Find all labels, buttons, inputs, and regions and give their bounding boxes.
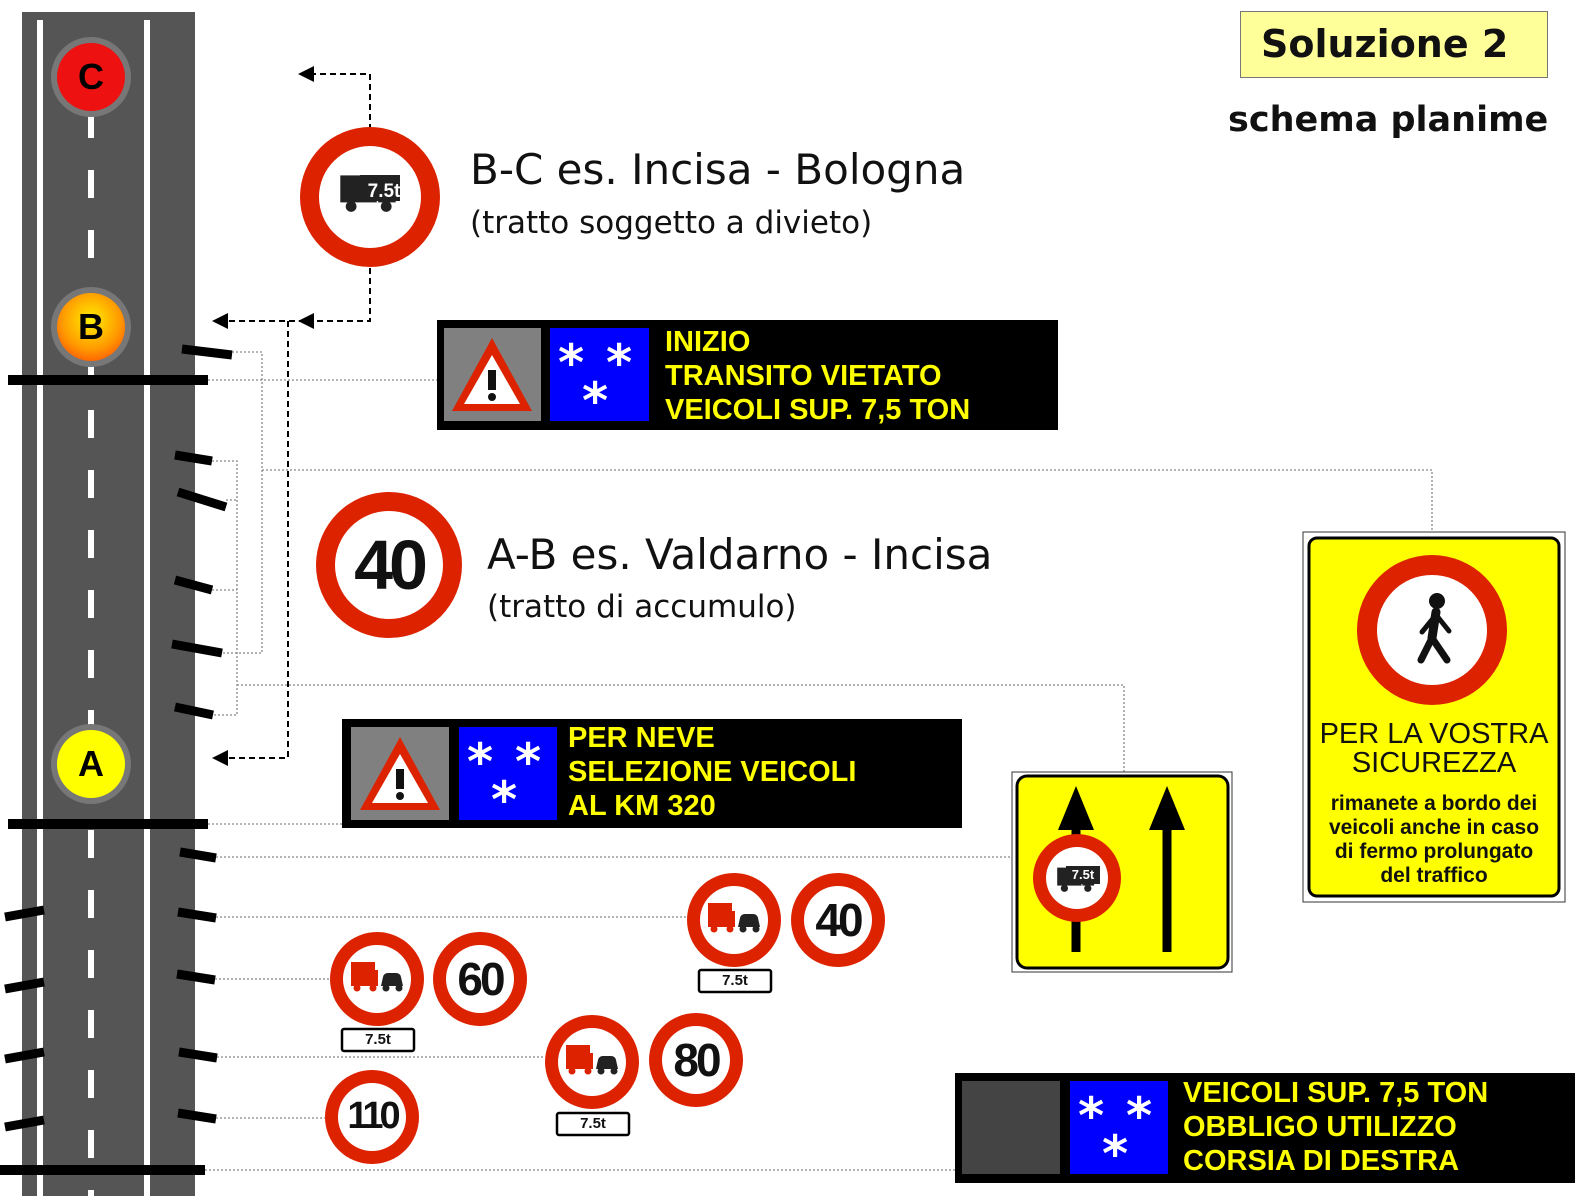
truck-sign-plate-text: 7.5t xyxy=(367,181,401,202)
speed-60-value: 60 xyxy=(457,953,505,1005)
point-marker-c: C xyxy=(51,37,131,117)
safety-body-line-1: rimanete a bordo dei xyxy=(1330,792,1538,815)
vms-1-line-1: INIZIO xyxy=(665,326,751,358)
direction-arrows xyxy=(226,73,371,759)
svg-text:*: * xyxy=(1102,1125,1128,1174)
plate-frame-3 xyxy=(555,1111,631,1137)
sign-posts-left xyxy=(4,905,45,1132)
svg-text:*: * xyxy=(467,733,493,791)
vms-3-line-2: OBBLIGO UTILIZZO xyxy=(1183,1111,1457,1143)
safety-body-line-3: di fermo prolungato xyxy=(1334,840,1534,863)
safety-panel-graphic xyxy=(1302,531,1566,903)
plate-text-2: 7.5t xyxy=(365,1031,391,1048)
svg-text:*: * xyxy=(491,771,517,820)
vms-3-text: VEICOLI SUP. 7,5 TON OBBLIGO UTILIZZO CO… xyxy=(1183,1076,1488,1178)
speed-limit-80-sign xyxy=(649,1013,743,1107)
warning-icon-box xyxy=(444,328,541,421)
svg-text:*: * xyxy=(1126,1087,1152,1145)
point-label-b: B xyxy=(57,293,125,361)
vms-1-line-2: TRANSITO VIETATO xyxy=(665,360,942,392)
no-overtaking-trucks-sign-1 xyxy=(687,873,781,967)
no-overtaking-trucks-sign-3 xyxy=(545,1015,639,1109)
snowflake-icon: * * * xyxy=(550,328,649,430)
speed-40-large-value: 40 xyxy=(354,526,428,604)
no-trucks-sign xyxy=(300,127,440,267)
safety-body: rimanete a bordo dei veicoli anche in ca… xyxy=(1309,792,1559,888)
speed-limit-110-sign xyxy=(325,1070,419,1164)
svg-text:*: * xyxy=(515,733,541,791)
vms-2-line-1: PER NEVE xyxy=(568,722,715,754)
snowflake-icon: * * * xyxy=(1070,1081,1168,1183)
speed-80-value: 80 xyxy=(673,1034,721,1086)
safety-heading-line-1: PER LA VOSTRA xyxy=(1319,718,1549,750)
speed-40-small-value: 40 xyxy=(815,894,863,946)
svg-text:*: * xyxy=(606,334,632,392)
vms-2-line-2: SELEZIONE VEICOLI xyxy=(568,756,857,788)
plate-frame-2 xyxy=(340,1027,416,1053)
pedestrian-icon xyxy=(1417,593,1452,664)
safety-panel: PER LA VOSTRA SICUREZZA rimanete a bordo… xyxy=(1309,538,1559,896)
segment-ab-label: A-B es. Valdarno - Incisa xyxy=(487,530,993,579)
point-label-c: C xyxy=(57,43,125,111)
vms-3-line-3: CORSIA DI DESTRA xyxy=(1183,1145,1460,1177)
snowflake-icon: * * * xyxy=(459,727,557,829)
point-label-a: A xyxy=(57,730,125,798)
speed-limit-40-small-sign xyxy=(791,873,885,967)
speed-110-value: 110 xyxy=(347,1095,400,1137)
speed-limit-60-sign xyxy=(433,932,527,1026)
warning-icon-box xyxy=(351,727,449,820)
warning-triangle-icon xyxy=(360,737,440,810)
segment-bc-label: B-C es. Incisa - Bologna xyxy=(470,145,966,194)
svg-text:*: * xyxy=(558,334,584,392)
no-overtaking-trucks-sign-2 xyxy=(330,932,424,1026)
highway xyxy=(22,12,195,1196)
segment-ab-note: (tratto di accumulo) xyxy=(487,589,797,625)
vms-1-line-3: VEICOLI SUP. 7,5 TON xyxy=(665,394,971,426)
solution-title: Soluzione 2 xyxy=(1240,11,1548,78)
plate-frame-1 xyxy=(697,968,773,994)
connector-lines xyxy=(205,351,1433,1171)
vms-2-text: PER NEVE SELEZIONE VEICOLI AL KM 320 xyxy=(568,721,856,823)
safety-body-line-4: del traffico xyxy=(1380,864,1488,887)
sign-posts-right xyxy=(171,344,233,1124)
blank-icon-box xyxy=(962,1081,1060,1174)
safety-heading-line-2: SICUREZZA xyxy=(1351,747,1517,779)
lane-sign-plate-text: 7.5t xyxy=(1066,866,1100,884)
vms-panel-start-ban: * * * INIZIO TRANSITO VIETATO VEICOLI SU… xyxy=(437,320,1058,430)
warning-triangle-icon xyxy=(452,338,532,411)
vms-panel-vehicle-selection: * * * PER NEVE SELEZIONE VEICOLI AL KM 3… xyxy=(342,719,962,829)
diagram-subtitle: schema planime xyxy=(1228,100,1549,140)
plate-text-1: 7.5t xyxy=(722,972,748,989)
vms-1-text: INIZIO TRANSITO VIETATO VEICOLI SUP. 7,5… xyxy=(665,325,970,427)
svg-text:*: * xyxy=(582,372,608,421)
safety-body-line-2: veicoli anche in caso xyxy=(1328,816,1540,839)
plate-text-3: 7.5t xyxy=(580,1115,606,1132)
point-marker-a: A xyxy=(51,724,131,804)
vms-panel-right-lane: * * * VEICOLI SUP. 7,5 TON OBBLIGO UTILI… xyxy=(955,1073,1575,1183)
vms-3-line-1: VEICOLI SUP. 7,5 TON xyxy=(1183,1077,1489,1109)
arrow-heads xyxy=(212,66,314,766)
svg-text:*: * xyxy=(1078,1087,1104,1145)
segment-bc-note: (tratto soggetto a divieto) xyxy=(470,205,873,241)
lane-restriction-sign xyxy=(1011,771,1233,973)
vms-2-line-3: AL KM 320 xyxy=(568,790,716,822)
safety-heading: PER LA VOSTRA SICUREZZA xyxy=(1309,720,1559,778)
speed-limit-40-large-sign xyxy=(316,492,462,638)
point-marker-b: B xyxy=(51,287,131,367)
